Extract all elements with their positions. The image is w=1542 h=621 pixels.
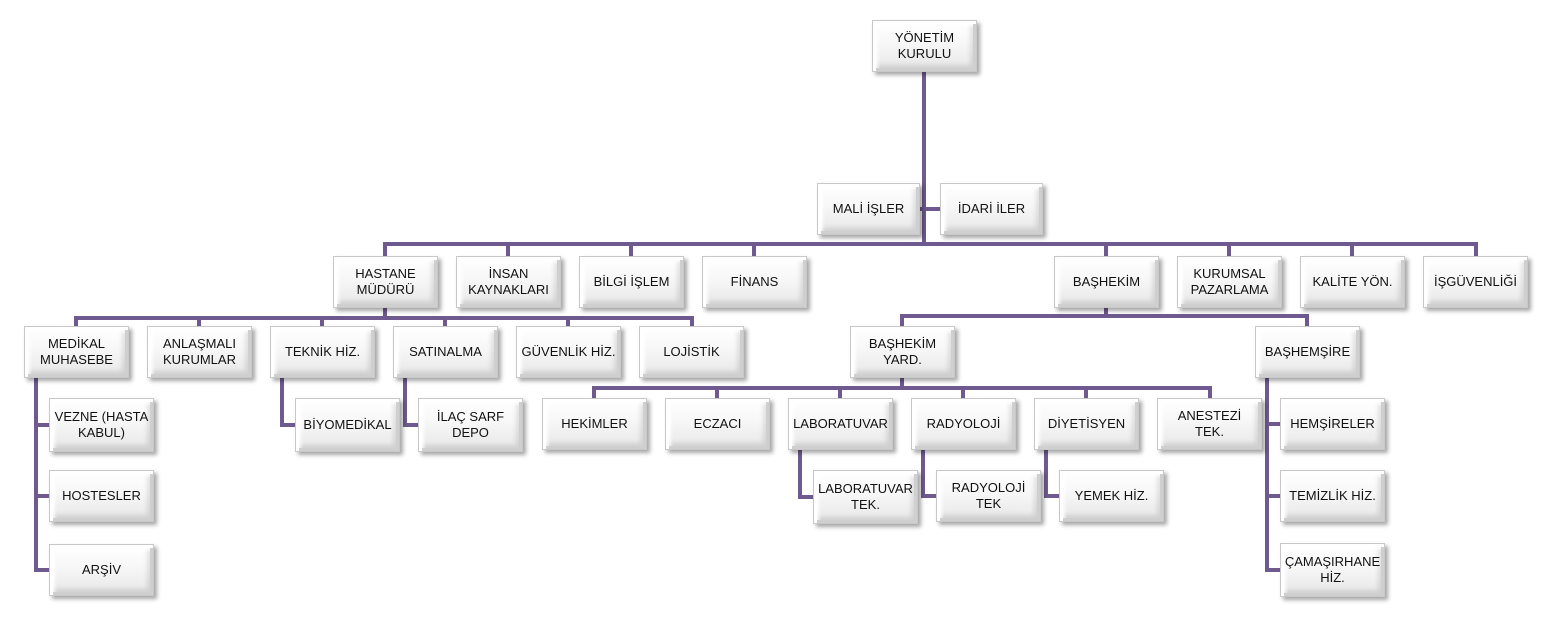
org-node-finans: FİNANS [702,256,807,308]
org-node-arsiv: ARŞİV [49,544,154,596]
org-node-yonetim: YÖNETİM KURULU [872,20,977,72]
org-node-label: BAŞHEMŞİRE [1264,344,1351,359]
org-node-diyetisyen: DİYETİSYEN [1034,398,1139,450]
org-node-label: İLAÇ SARF DEPO [436,409,505,440]
org-node-label: MEDİKAL MUHASEBE [40,336,113,367]
org-node-label: RADYOLOJİ TEK [951,480,1026,511]
org-node-hastane: HASTANE MÜDÜRÜ [333,256,438,308]
org-node-medikal: MEDİKAL MUHASEBE [24,326,129,378]
org-node-label: YEMEK HİZ. [1074,488,1149,503]
org-node-yemek: YEMEK HİZ. [1059,470,1164,522]
org-node-label: SATINALMA [409,344,482,359]
org-node-label: İDARİ İLER [957,201,1026,216]
org-node-bashekimyard: BAŞHEKİM YARD. [850,326,955,378]
org-node-lojistik: LOJİSTİK [639,326,744,378]
org-node-idari: İDARİ İLER [940,183,1043,235]
org-node-label: HOSTESLER [62,488,141,503]
org-node-temizlik: TEMİZLİK HİZ. [1280,470,1385,522]
org-node-label: İNSAN KAYNAKLARI [468,266,549,297]
org-node-guvenlik: GÜVENLİK HİZ. [516,326,621,378]
org-node-camasir: ÇAMAŞIRHANE HİZ. [1280,543,1385,597]
org-node-label: DİYETİSYEN [1047,416,1126,431]
org-node-hekimler: HEKİMLER [542,398,647,450]
org-node-anlasmali: ANLAŞMALI KURUMLAR [147,326,252,378]
org-node-eczaci: ECZACI [665,398,770,450]
org-node-label: ANLAŞMALI KURUMLAR [163,336,236,367]
org-node-label: BAŞHEKİM [1072,274,1141,289]
org-node-label: BİLGİ İŞLEM [593,274,670,289]
org-node-label: HASTANE MÜDÜRÜ [355,266,416,297]
org-node-label: LABORATUVAR TEK. [818,481,913,512]
org-node-label: ARŞİV [81,562,121,577]
org-node-label: BAŞHEKİM YARD. [868,336,937,367]
org-node-isguv: İŞGÜVENLİĞİ [1423,256,1528,308]
org-node-ilac: İLAÇ SARF DEPO [418,398,523,452]
org-node-label: LOJİSTİK [663,344,720,359]
org-node-label: ÇAMAŞIRHANE HİZ. [1284,554,1381,585]
org-node-label: KURUMSAL PAZARLAMA [1190,266,1269,297]
org-node-label: TEKNİK HİZ. [284,344,361,359]
org-node-kalite: KALİTE YÖN. [1300,256,1405,308]
org-node-label: GÜVENLİK HİZ. [521,344,616,359]
org-node-labtek: LABORATUVAR TEK. [813,470,918,524]
org-node-label: MALİ İŞLER [832,201,905,216]
org-node-label: YÖNETİM KURULU [894,30,955,61]
org-node-label: VEZNE (HASTA KABUL) [54,409,149,440]
org-node-bashekim: BAŞHEKİM [1054,256,1159,308]
org-node-label: ECZACI [693,416,742,431]
org-node-label: BİYOMEDİKAL [303,417,392,432]
org-node-hostesler: HOSTESLER [49,470,154,522]
org-node-label: ANESTEZİ TEK. [1177,408,1242,439]
org-node-bilgi: BİLGİ İŞLEM [579,256,684,308]
org-node-teknik: TEKNİK HİZ. [270,326,375,378]
org-node-label: İŞGÜVENLİĞİ [1433,274,1518,289]
org-node-bashemsire: BAŞHEMŞİRE [1255,326,1360,378]
org-node-label: LABORATUVAR [793,416,888,431]
org-node-biyomedikal: BİYOMEDİKAL [295,398,400,452]
org-node-vezne: VEZNE (HASTA KABUL) [49,398,154,452]
org-node-laboratuvar: LABORATUVAR [788,398,893,450]
org-node-label: FİNANS [730,274,779,289]
org-node-label: HEKİMLER [561,416,628,431]
org-node-satinalma: SATINALMA [393,326,498,378]
org-node-insan: İNSAN KAYNAKLARI [456,256,561,308]
org-node-anestezi: ANESTEZİ TEK. [1157,398,1262,450]
org-node-label: HEMŞİRELER [1290,416,1375,431]
org-node-label: RADYOLOJİ [926,416,1001,431]
org-node-label: KALİTE YÖN. [1312,274,1393,289]
org-node-radyotek: RADYOLOJİ TEK [936,470,1041,522]
org-node-kurumsal: KURUMSAL PAZARLAMA [1177,256,1282,308]
org-node-hemsireler: HEMŞİRELER [1280,398,1385,450]
org-node-mali: MALİ İŞLER [817,183,920,235]
org-node-label: TEMİZLİK HİZ. [1289,488,1376,503]
org-node-radyoloji: RADYOLOJİ [911,398,1016,450]
